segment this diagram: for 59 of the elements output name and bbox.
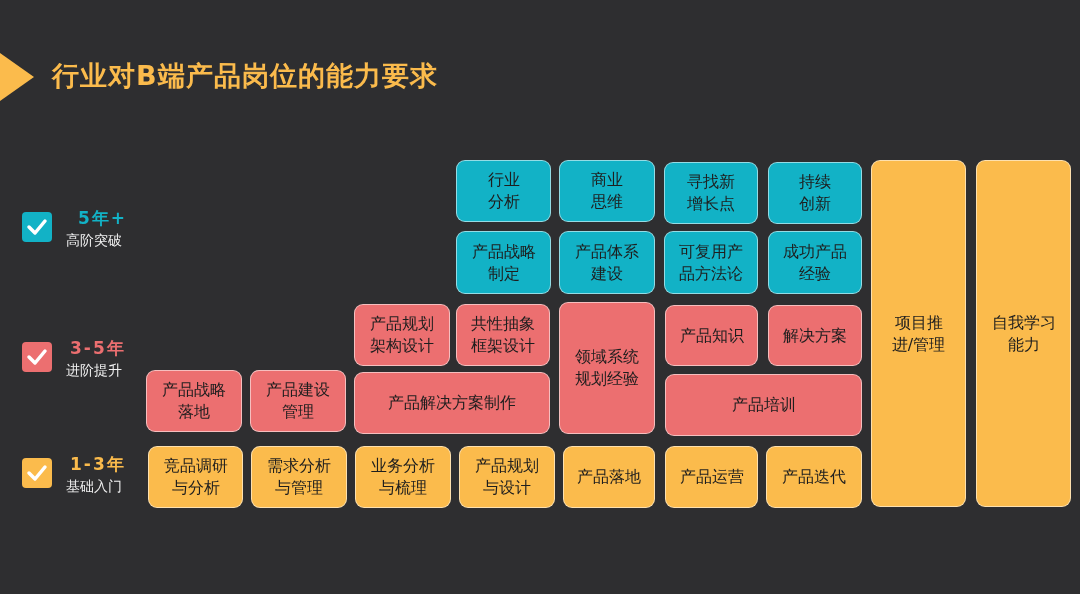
skill-box (559, 231, 655, 294)
skill-text: 产品培训 (731, 394, 796, 416)
skill-box (251, 446, 347, 508)
level-label: 3-5年 (70, 337, 126, 360)
skill-box (768, 231, 862, 294)
skill-box (768, 162, 862, 224)
level-label: 1-3年 (70, 453, 126, 476)
skill-box (146, 370, 242, 432)
skill-box (664, 162, 758, 224)
skill-text: 需求分析与管理 (266, 455, 332, 499)
skill-box (871, 160, 966, 507)
skill-text: 持续创新 (798, 171, 832, 215)
skill-box (354, 372, 550, 434)
level-label: 5年+ (78, 207, 128, 230)
skill-box (459, 446, 555, 508)
skill-box (559, 302, 655, 434)
skill-box (559, 160, 655, 222)
skill-text: 解决方案 (783, 324, 847, 347)
skill-box (976, 160, 1071, 507)
level-caption: 进阶提升 (66, 362, 122, 380)
skill-box (250, 370, 346, 432)
skill-text: 成功产品经验 (782, 240, 848, 285)
level-caption: 基础入门 (66, 478, 122, 496)
skill-text: 产品规划架构设计 (369, 313, 435, 357)
skill-box (456, 304, 550, 366)
skill-text: 产品体系建设 (574, 240, 640, 285)
skill-text: 产品规划与设计 (474, 455, 540, 499)
skill-box (766, 446, 862, 508)
title: 行业对B端产品岗位的能力要求 (52, 59, 438, 93)
skill-text: 产品战略落地 (161, 379, 227, 423)
skill-box (148, 446, 243, 508)
skill-text: 寻找新增长点 (686, 171, 736, 215)
level-caption: 高阶突破 (66, 232, 122, 250)
skill-text: 领域系统规划经验 (574, 346, 640, 390)
skill-box (355, 446, 451, 508)
skill-text: 项目推进/管理 (890, 311, 947, 356)
skill-text: 产品运营 (679, 466, 744, 488)
skill-text: 产品建设管理 (265, 379, 331, 423)
skill-text: 共性抽象框架设计 (470, 313, 536, 357)
skill-text: 可复用产品方法论 (678, 240, 744, 285)
skill-box (665, 374, 862, 436)
skill-text: 产品知识 (679, 324, 744, 347)
skill-text: 行业分析 (486, 169, 521, 213)
skill-text: 商业思维 (590, 169, 624, 213)
skill-box (665, 305, 758, 366)
skill-box (456, 231, 551, 294)
skill-text: 产品迭代 (782, 466, 846, 488)
skill-box (665, 446, 758, 508)
skill-text: 产品解决方案制作 (388, 392, 516, 414)
skill-text: 竞品调研与分析 (162, 455, 229, 499)
skill-text: 产品落地 (577, 466, 641, 488)
skill-box (664, 231, 758, 294)
skill-text: 业务分析与梳理 (370, 455, 436, 499)
skill-box (354, 304, 450, 366)
skill-box (563, 446, 655, 508)
skill-box (768, 305, 862, 366)
skill-text: 产品战略制定 (470, 240, 537, 285)
skill-box (456, 160, 551, 222)
skill-text: 自我学习能力 (990, 311, 1057, 356)
